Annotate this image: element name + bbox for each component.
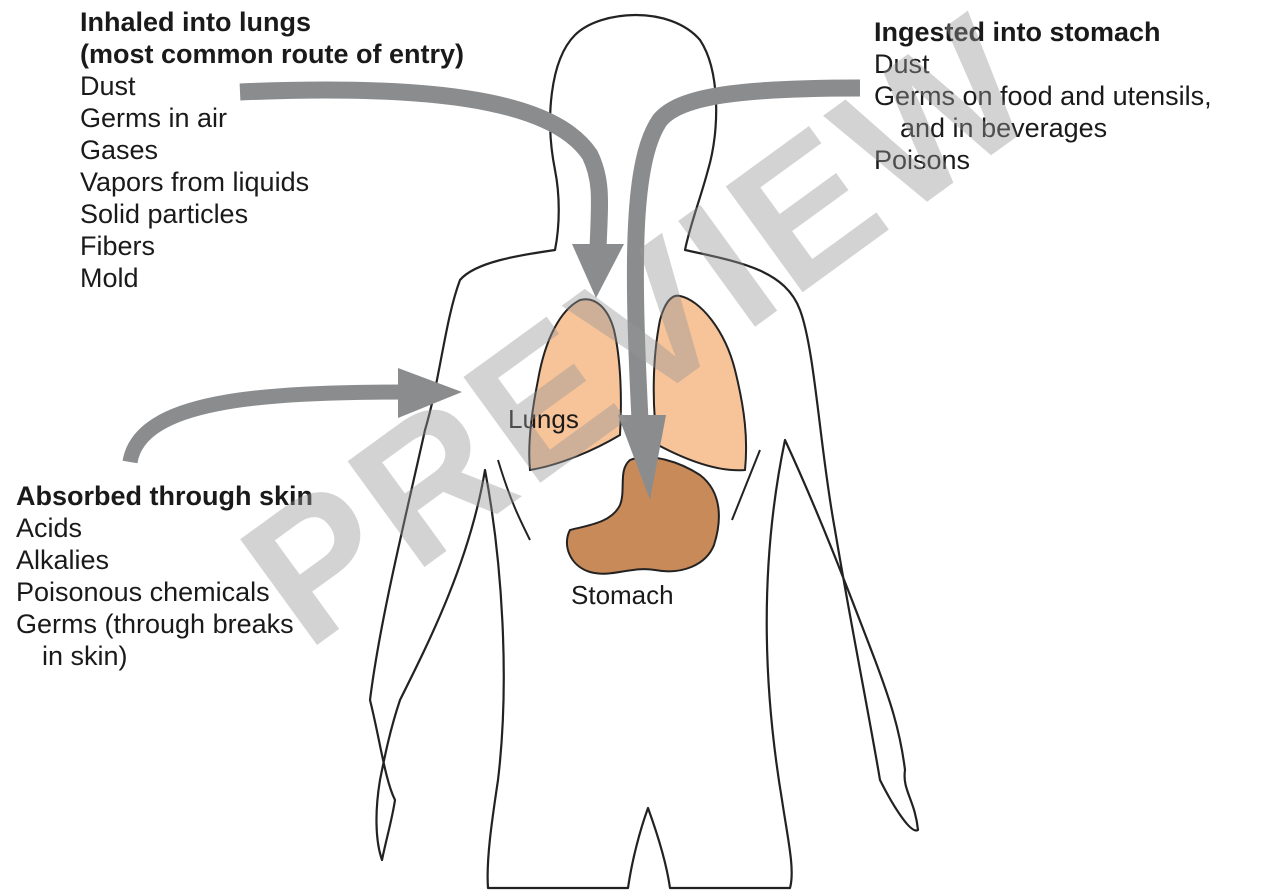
- ingested-heading-line: Ingested into stomach: [874, 16, 1212, 48]
- absorbed-arrow: [130, 392, 408, 462]
- left-arm-inner-line: [498, 460, 530, 540]
- left-lung: [529, 299, 621, 470]
- inhaled-list-item: Vapors from liquids: [80, 166, 464, 198]
- inhaled-list-item: Germs in air: [80, 102, 464, 134]
- absorbed-list-item: Alkalies: [16, 544, 313, 576]
- ingested-list-item: Dust: [874, 48, 1212, 80]
- inhaled-list-item: Dust: [80, 70, 464, 102]
- absorbed-list-item: Poisonous chemicals: [16, 576, 313, 608]
- ingested-list-item: and in beverages: [874, 112, 1212, 144]
- inhaled-heading-line: Inhaled into lungs: [80, 6, 464, 38]
- lungs-label: Lungs: [508, 404, 579, 435]
- absorbed-list-item: in skin): [16, 640, 313, 672]
- stomach-label: Stomach: [571, 580, 674, 611]
- ingested-list-item: Poisons: [874, 144, 1212, 176]
- absorbed-heading-line: Absorbed through skin: [16, 480, 313, 512]
- inhaled-list-item: Solid particles: [80, 198, 464, 230]
- inhaled-arrowhead: [572, 244, 624, 298]
- ingested-list-item: Germs on food and utensils,: [874, 80, 1212, 112]
- inhaled-list-item: Gases: [80, 134, 464, 166]
- inhaled-route-block: Inhaled into lungs(most common route of …: [80, 6, 464, 294]
- inhaled-list-item: Mold: [80, 262, 464, 294]
- inhaled-heading-line: (most common route of entry): [80, 38, 464, 70]
- absorbed-list-item: Acids: [16, 512, 313, 544]
- inhaled-list-item: Fibers: [80, 230, 464, 262]
- right-lung: [654, 296, 746, 471]
- absorbed-list-item: Germs (through breaks: [16, 608, 313, 640]
